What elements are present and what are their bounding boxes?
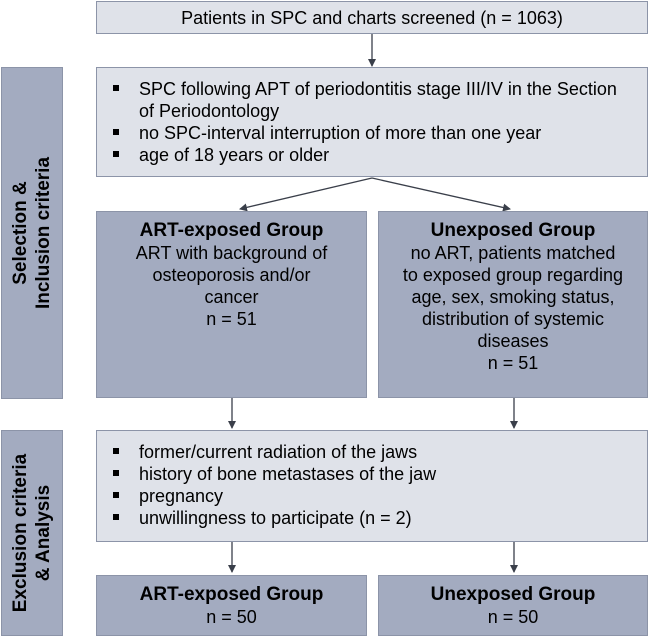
- list-item: former/current radiation of the jaws: [97, 441, 647, 463]
- inclusion-criteria-list: SPC following APT of periodontitis stage…: [97, 78, 647, 166]
- art-final-title: ART-exposed Group: [139, 583, 324, 605]
- unexposed-line2: to exposed group regarding: [402, 265, 624, 285]
- selection-side-label: Selection & Inclusion criteria: [1, 67, 63, 399]
- list-item: SPC following APT of periodontitis stage…: [97, 78, 647, 122]
- unexposed-final-box: Unexposed Group n = 50: [378, 575, 648, 636]
- art-exposed-line2: osteoporosis and/or: [152, 265, 311, 285]
- art-exposed-final-box: ART-exposed Group n = 50: [96, 575, 367, 636]
- arrow-selection-to-art: [239, 177, 373, 212]
- art-exposed-title: ART-exposed Group: [139, 220, 324, 241]
- list-item: unwillingness to participate (n = 2): [97, 507, 647, 529]
- unexposed-line3: age, sex, smoking status,: [411, 287, 615, 307]
- list-item: pregnancy: [97, 485, 647, 507]
- unexposed-line4: distribution of systemic: [421, 309, 605, 329]
- art-exposed-line1: ART with background of: [135, 243, 328, 263]
- exclusion-side-text: Exclusion criteria & Analysis: [10, 453, 54, 613]
- exclusion-side-label: Exclusion criteria & Analysis: [1, 430, 63, 636]
- exclusion-criteria-list: former/current radiation of the jaws his…: [97, 441, 647, 529]
- screened-patients-text: Patients in SPC and charts screened (n =…: [181, 7, 563, 28]
- art-exposed-n: n = 51: [206, 309, 257, 329]
- list-item: no SPC-interval interruption of more tha…: [97, 122, 647, 144]
- arrow-selection-to-unexposed: [371, 177, 511, 212]
- art-final-n: n = 50: [206, 606, 257, 627]
- inclusion-criteria-box: SPC following APT of periodontitis stage…: [96, 67, 648, 177]
- selection-side-text: Selection & Inclusion criteria: [10, 156, 54, 310]
- art-exposed-line3: cancer: [204, 287, 259, 307]
- unexposed-final-n: n = 50: [487, 606, 539, 627]
- unexposed-group-box: Unexposed Group no ART, patients matched…: [378, 211, 648, 398]
- unexposed-line1: no ART, patients matched: [410, 243, 616, 263]
- list-item: age of 18 years or older: [97, 144, 647, 166]
- unexposed-final-title: Unexposed Group: [430, 583, 596, 605]
- unexposed-n: n = 51: [487, 353, 539, 373]
- list-item: history of bone metastases of the jaw: [97, 463, 647, 485]
- exclusion-criteria-box: former/current radiation of the jaws his…: [96, 430, 648, 542]
- art-exposed-group-box: ART-exposed Group ART with background of…: [96, 211, 367, 398]
- unexposed-title: Unexposed Group: [430, 220, 596, 241]
- unexposed-line5: diseases: [477, 331, 549, 351]
- screened-patients-box: Patients in SPC and charts screened (n =…: [96, 1, 648, 34]
